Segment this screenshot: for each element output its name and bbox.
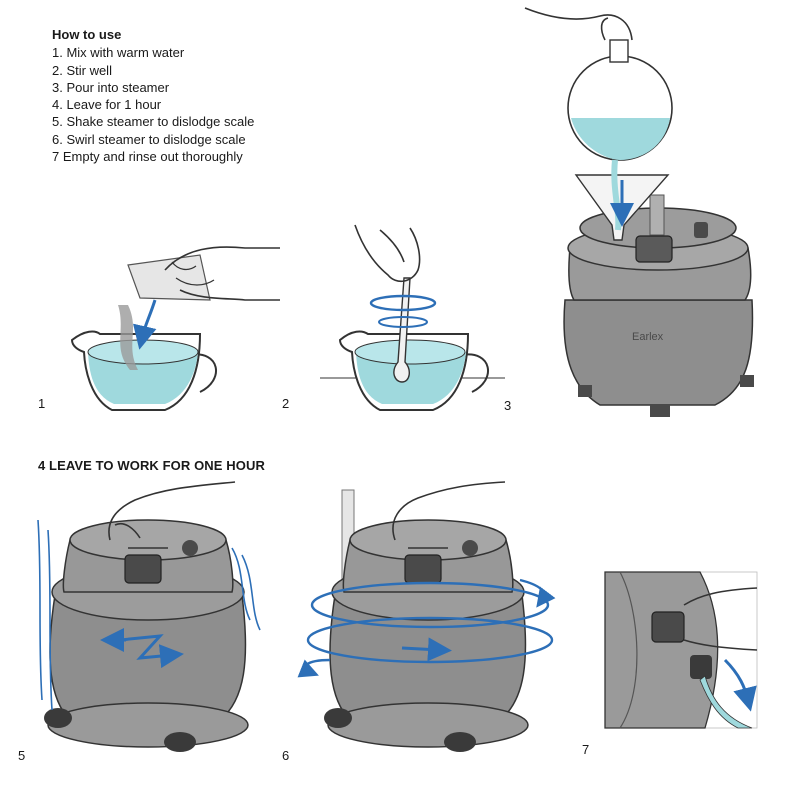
steamer-icon: Earlex xyxy=(563,194,754,417)
spoon-icon xyxy=(393,277,411,383)
outlet-icon xyxy=(690,655,712,679)
panel-5-shake-illustration xyxy=(37,481,261,752)
panel-number-6: 6 xyxy=(282,748,290,763)
panel-1-mix-illustration xyxy=(70,246,280,411)
instructions-title: How to use xyxy=(52,27,122,42)
instructions-list: 1. Mix with warm water 2. Stir well 3. P… xyxy=(52,44,254,165)
jug-icon xyxy=(338,330,489,411)
panel-number-5: 5 xyxy=(18,748,26,763)
hand-icon xyxy=(683,587,758,651)
panel-6-swirl-illustration xyxy=(297,481,556,752)
hand-icon xyxy=(108,481,236,549)
steamer-icon xyxy=(324,519,529,752)
panel-number-7: 7 xyxy=(582,742,590,757)
panel-2-stir-illustration xyxy=(320,224,505,411)
steamer-brand-label: Earlex xyxy=(632,331,664,343)
panel-number-2: 2 xyxy=(282,396,290,411)
hand-icon xyxy=(354,224,421,283)
instruction-step-1: 1. Mix with warm water xyxy=(52,45,185,61)
instruction-step-5: 5. Shake steamer to dislodge scale xyxy=(52,114,255,130)
instructions-block: How to use 1. Mix with warm water 2. Sti… xyxy=(52,26,254,165)
panel-3-pour-illustration: Earlex xyxy=(524,7,754,417)
instruction-step-4: 4. Leave for 1 hour xyxy=(52,97,162,113)
cap-icon xyxy=(651,611,685,643)
instruction-step-7: 7 Empty and rinse out thoroughly xyxy=(52,149,243,165)
jug-icon xyxy=(70,330,217,411)
step-4-heading: 4 LEAVE TO WORK FOR ONE HOUR xyxy=(38,458,265,473)
hand-icon xyxy=(524,7,633,41)
flask-icon xyxy=(567,39,673,161)
panel-7-empty-illustration xyxy=(604,571,758,729)
panel-number-1: 1 xyxy=(38,396,46,411)
instruction-step-2: 2. Stir well xyxy=(52,62,112,78)
hand-icon xyxy=(392,481,506,549)
panel-number-3: 3 xyxy=(504,398,512,413)
instruction-step-3: 3. Pour into steamer xyxy=(52,79,170,95)
instruction-step-6: 6. Swirl steamer to dislodge scale xyxy=(52,131,246,147)
sachet-icon xyxy=(127,254,211,301)
pour-arrow-icon xyxy=(133,299,157,350)
shake-arrow-icon xyxy=(119,634,184,669)
drain-arrow-icon xyxy=(723,658,757,712)
